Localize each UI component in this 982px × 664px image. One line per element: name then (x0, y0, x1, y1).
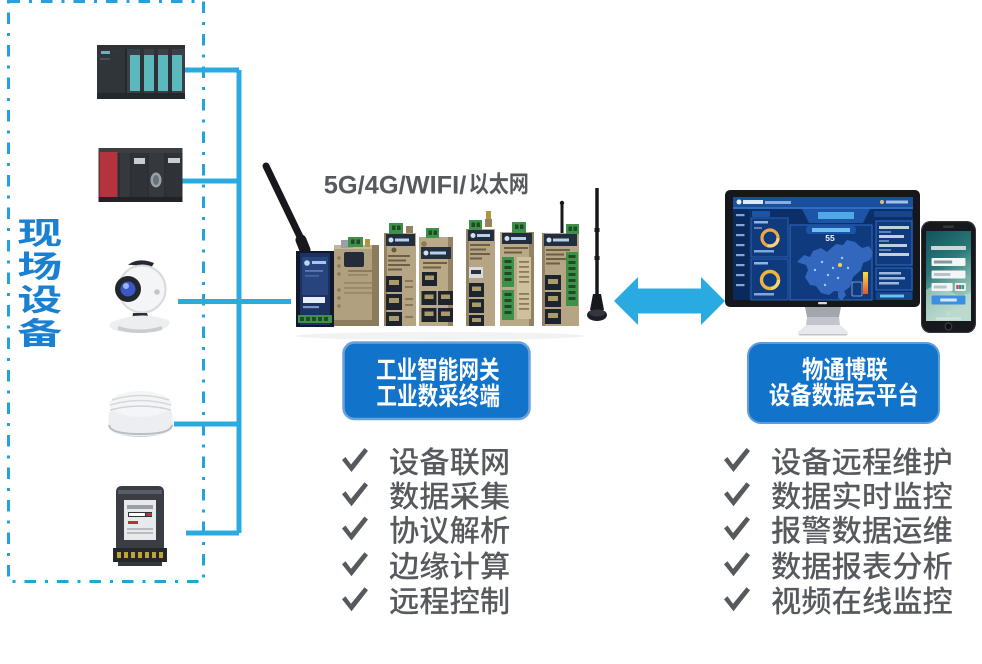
svg-text:5G/4G/WIFI/: 5G/4G/WIFI/ (324, 172, 467, 200)
svg-text:55: 55 (825, 233, 835, 243)
